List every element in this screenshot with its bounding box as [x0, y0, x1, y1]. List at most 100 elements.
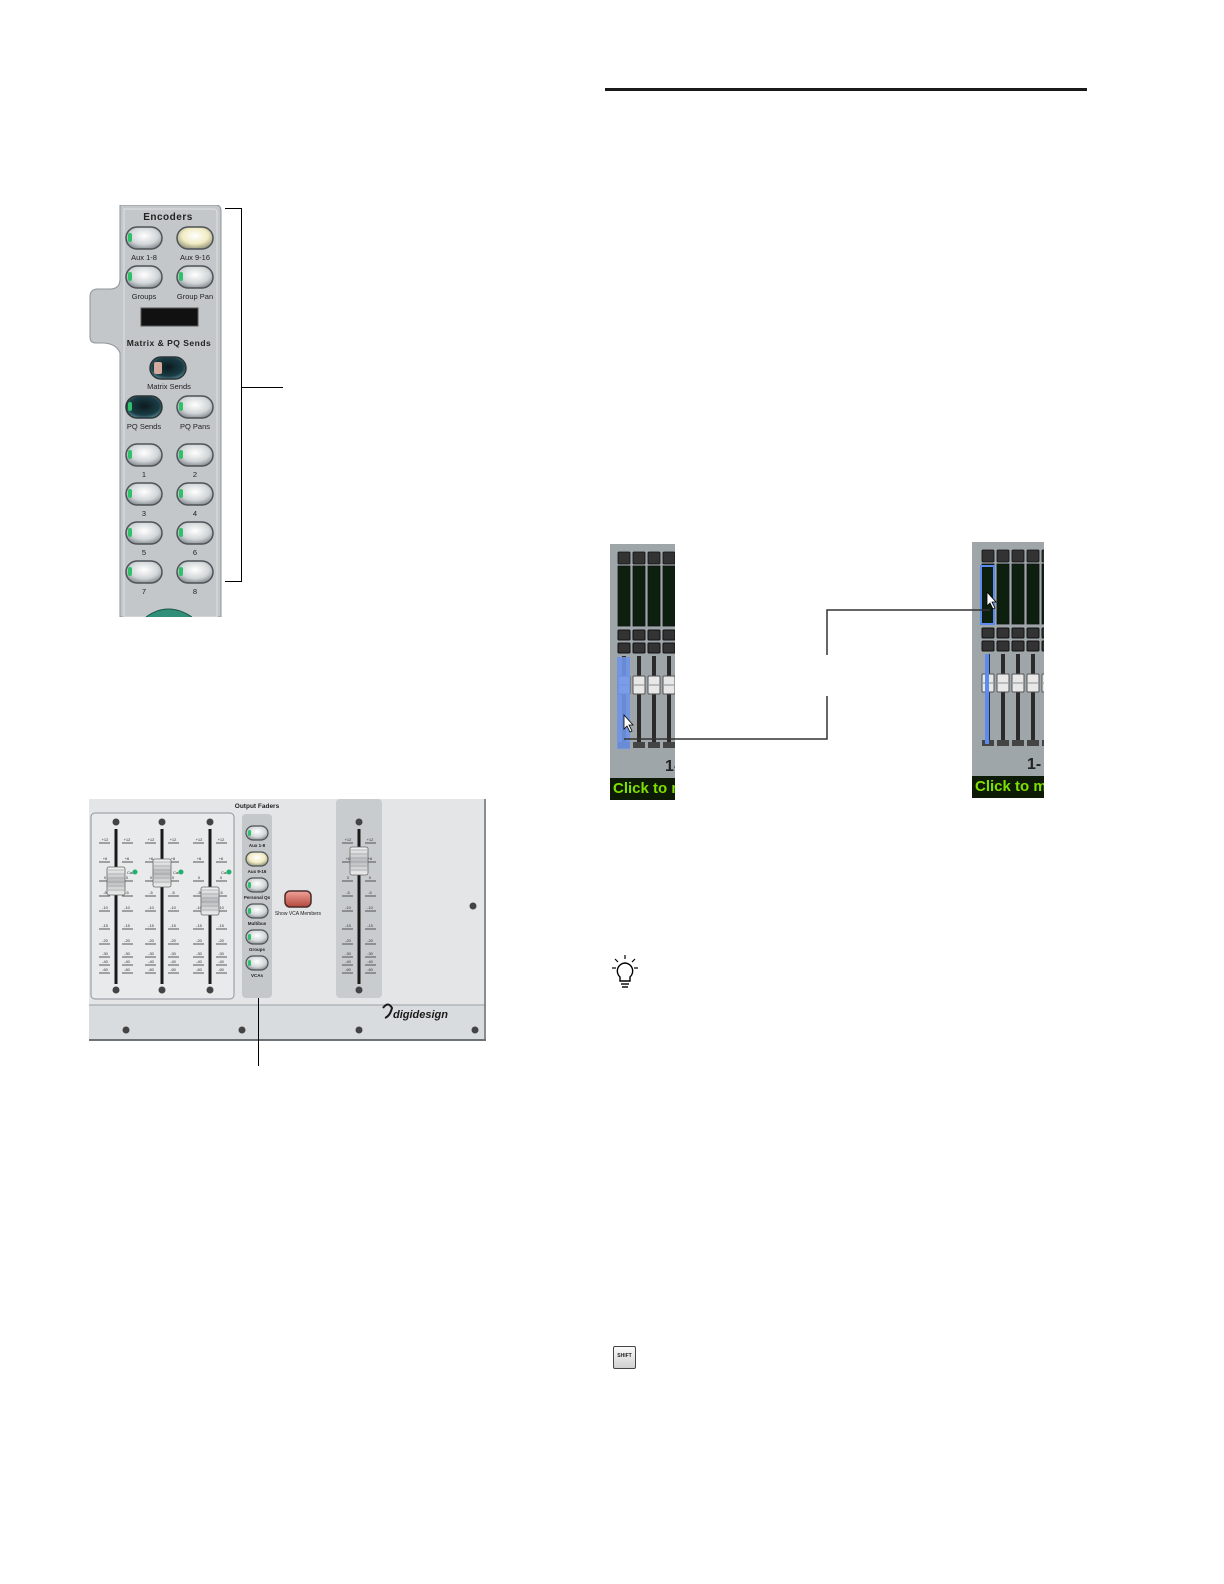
encoder-number-label: 5 — [142, 548, 146, 557]
fader-scale-label: -20 — [148, 938, 155, 943]
fader-scale-label: 0 — [172, 875, 175, 880]
fader-scale-label: -40 — [170, 959, 177, 964]
fader-scale-label: -15 — [218, 923, 225, 928]
fader-scale-label: -60 — [345, 967, 352, 972]
shot-caption-right: Click to m — [972, 776, 1044, 798]
fader-scale-label: -20 — [345, 938, 352, 943]
fader-scale-label: +6 — [346, 856, 351, 861]
fader-scale-label: -40 — [345, 959, 352, 964]
encoder-label-aux-1-8: Aux 1-8 — [131, 253, 157, 262]
output-faders-leader-line — [258, 998, 259, 1066]
shot-caption-left: Click to m — [610, 778, 675, 800]
fader-scale-label: -15 — [367, 923, 374, 928]
fader-scale-label: -30 — [148, 951, 155, 956]
screen-capture-after: 1- Click to m — [972, 542, 1044, 798]
fader-scale-label: -30 — [345, 951, 352, 956]
fader-scale-label: -15 — [124, 923, 131, 928]
fader-scale-label: -20 — [367, 938, 374, 943]
fader-scale-label: -5 — [346, 890, 350, 895]
fader-scale-label: +12 — [148, 837, 156, 842]
encoder-label-groups: Groups — [132, 292, 157, 301]
encoder-label-pq-pans: PQ Pans — [180, 422, 210, 431]
shift-key-icon: SHIFT — [613, 1346, 636, 1369]
encoder-number-button — [176, 482, 214, 506]
screen-capture-leaders — [624, 609, 990, 740]
fader-scale-label: -60 — [196, 967, 203, 972]
fader-scale-label: +12 — [170, 837, 178, 842]
fader-scale-label: +6 — [368, 856, 373, 861]
fader-scale-label: -20 — [102, 938, 109, 943]
fader-scale-label: +6 — [103, 856, 108, 861]
fader-cal-label: Cal — [127, 870, 133, 875]
fader-scale-label: -30 — [196, 951, 203, 956]
output-fader-mode-button — [245, 877, 269, 893]
fader-scale-label: -40 — [124, 959, 131, 964]
fader-scale-label: -40 — [196, 959, 203, 964]
fader-scale-label: -20 — [196, 938, 203, 943]
fader-cal-label: Cal — [173, 870, 179, 875]
fader-scale-label: +12 — [196, 837, 204, 842]
encoder-number-label: 8 — [193, 587, 197, 596]
fader-scale-label: +6 — [219, 856, 224, 861]
fader-cap — [200, 886, 220, 916]
strip-number-left: 1- — [665, 758, 675, 775]
fader-scale-label: -40 — [218, 959, 225, 964]
fader-scale-label: +12 — [345, 837, 353, 842]
fader-scale-label: 0 — [369, 875, 372, 880]
fader-scale-label: -15 — [345, 923, 352, 928]
fader-scale-label: -30 — [102, 951, 109, 956]
encoder-number-button — [125, 482, 163, 506]
fader-scale-label: +6 — [149, 856, 154, 861]
fader-scale-label: -10 — [148, 905, 155, 910]
show-vca-label: Show VCA Members — [275, 911, 322, 917]
output-fader-mode-label: Multibus — [248, 921, 267, 926]
fader-track — [357, 829, 361, 984]
fader-scale-label: -40 — [102, 959, 109, 964]
output-fader-mode-label: Personal Qs — [244, 895, 271, 900]
fader-scale-label: +12 — [124, 837, 132, 842]
encoder-label-pq-sends: PQ Sends — [127, 422, 161, 431]
fader-scale-label: -5 — [197, 890, 201, 895]
encoder-number-label: 4 — [193, 509, 197, 518]
output-fader-mode-label: Groups — [249, 947, 265, 952]
fader-scale-label: -5 — [368, 890, 372, 895]
fader-scale-label: 0 — [104, 875, 107, 880]
fader-scale-label: -60 — [124, 967, 131, 972]
fader-scale-label: -10 — [170, 905, 177, 910]
fader-scale-label: -15 — [196, 923, 203, 928]
fader-scale-label: -40 — [148, 959, 155, 964]
fader-scale-label: +6 — [197, 856, 202, 861]
encoders-title: Encoders — [143, 212, 193, 223]
fader-scale-label: -30 — [218, 951, 225, 956]
fader-scale-label: 0 — [126, 875, 129, 880]
encoders-panel-image: Encoders Aux 1-8 Aux 9-16 Groups Group P… — [88, 204, 223, 618]
encoder-number-button — [125, 560, 163, 584]
fader-scale-label: -5 — [103, 890, 107, 895]
fader-scale-label: -60 — [367, 967, 374, 972]
encoder-number-label: 7 — [142, 587, 146, 596]
fader-scale-label: +12 — [367, 837, 375, 842]
output-fader-mode-button — [245, 825, 269, 841]
fader-scale-label: +12 — [102, 837, 110, 842]
fader-scale-label: -15 — [102, 923, 109, 928]
encoder-label-aux-9-16: Aux 9-16 — [180, 253, 210, 262]
fader-scale-label: 0 — [347, 875, 350, 880]
fader-scale-label: -60 — [102, 967, 109, 972]
encoder-number-button — [125, 443, 163, 467]
fader-scale-label: -10 — [196, 905, 203, 910]
encoder-label-matrix-sends: Matrix Sends — [147, 382, 191, 391]
fader-scale-label: 0 — [150, 875, 153, 880]
lightbulb-tip-icon — [612, 955, 638, 988]
output-fader-mode-button — [245, 903, 269, 919]
strip-number-right: 1- — [1027, 756, 1042, 773]
fader-track — [160, 829, 164, 984]
fader-scale-label: -20 — [218, 938, 225, 943]
output-fader-mode-label: Aux 9-16 — [248, 869, 267, 874]
fader-scale-label: -10 — [345, 905, 352, 910]
fader-scale-label: -10 — [102, 905, 109, 910]
screen-capture-before: 1- Click to m — [610, 544, 675, 800]
encoder-number-button — [176, 560, 214, 584]
fader-scale-label: -5 — [171, 890, 175, 895]
fader-scale-label: -20 — [124, 938, 131, 943]
fader-track — [114, 829, 118, 984]
